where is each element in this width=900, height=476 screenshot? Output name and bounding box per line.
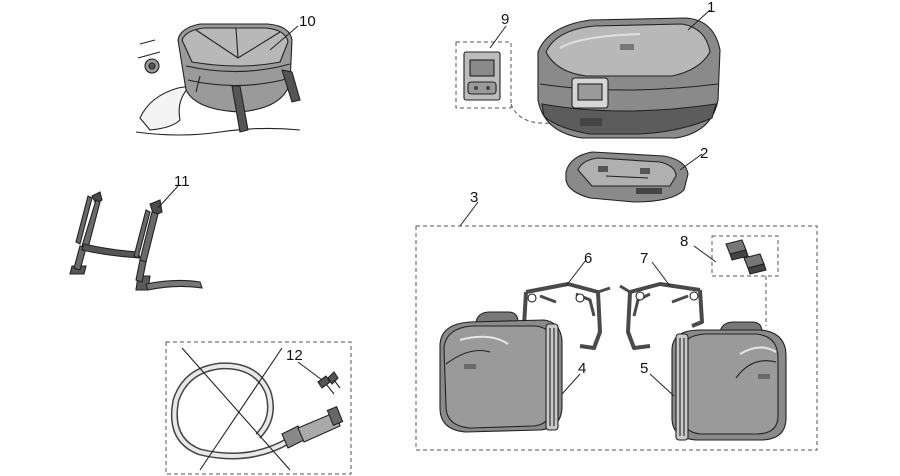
left-side-case-4: 4 [439, 311, 586, 433]
leader-4 [561, 373, 581, 395]
callout-10: 10 [299, 13, 316, 30]
callout-8: 8 [680, 233, 688, 250]
leader-6 [565, 259, 587, 287]
callout-9: 9 [501, 11, 509, 28]
callout-6: 6 [584, 250, 592, 267]
lock-barrels-frame [711, 235, 779, 277]
callout-1: 1 [707, 0, 715, 16]
callout-7: 7 [640, 250, 648, 267]
side-case-kit-frame [415, 225, 818, 451]
left-case-frame-6: 6 [522, 250, 611, 350]
side-case-kit-3: 3 [415, 189, 818, 451]
center-stand-11: 11 [69, 173, 203, 291]
top-case-plate-2: 2 [565, 145, 708, 203]
callout-5: 5 [640, 360, 648, 377]
leader-1 [687, 9, 711, 31]
right-side-case-5: 5 [640, 321, 787, 441]
leader-10 [269, 25, 299, 51]
callout-11: 11 [174, 173, 190, 190]
tank-bag-10: 10 [135, 13, 316, 136]
cable-lock-group-12: 12 [165, 341, 352, 475]
lock-barrels-8: 8 [680, 233, 779, 326]
leader-8 [693, 245, 717, 263]
callout-3: 3 [470, 189, 478, 206]
leader-9 [489, 25, 507, 49]
top-case-1: 1 [537, 0, 721, 139]
fitting-kit-9: 9 [455, 11, 593, 124]
leader-7 [651, 261, 671, 287]
leader-5 [649, 373, 675, 397]
callout-4: 4 [578, 360, 586, 377]
leader-3 [459, 201, 479, 227]
leader-12 [297, 361, 323, 381]
right-case-frame-7: 7 [619, 250, 704, 350]
callout-2: 2 [700, 145, 708, 162]
fitting-kit-frame [455, 41, 512, 109]
leader-2 [679, 153, 703, 171]
callout-12: 12 [286, 347, 303, 364]
cable-lock-frame [165, 341, 352, 475]
leader-11 [157, 185, 179, 209]
